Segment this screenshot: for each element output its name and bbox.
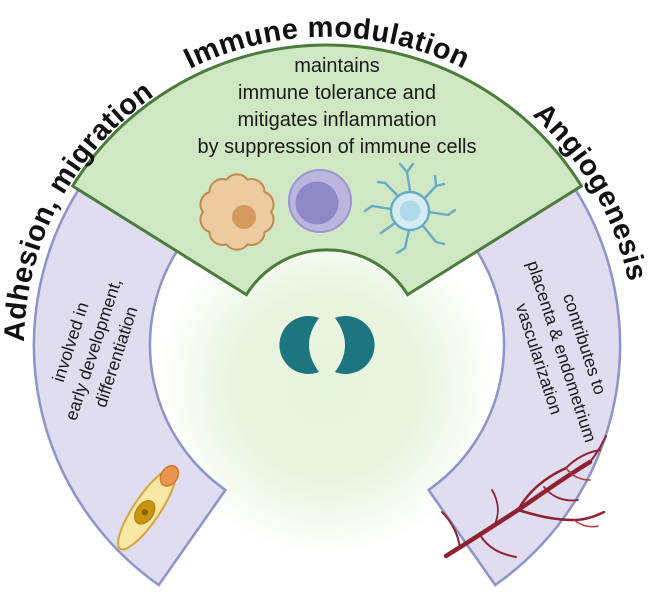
galectin-dimer-logo-icon [279, 316, 375, 374]
arc-segment-angiogenesis [426, 187, 622, 587]
dendritic-cell-icon [363, 162, 457, 255]
immune-modulation-description: maintains immune tolerance and mitigates… [197, 55, 476, 158]
immune-line-3: mitigates inflammation [238, 109, 437, 131]
blood-vessel-network-icon [441, 435, 607, 559]
macrophage-cell-icon [199, 173, 275, 251]
immune-line-4: by suppression of immune cells [197, 136, 476, 158]
arc-segment-adhesion-migration [32, 187, 228, 587]
center-glow [157, 215, 497, 555]
immune-line-1: maintains [294, 55, 380, 77]
immune-line-2: immune tolerance and [238, 82, 436, 104]
fibroblast-cell-icon [117, 464, 180, 551]
lymphocyte-cell-icon [288, 169, 352, 233]
